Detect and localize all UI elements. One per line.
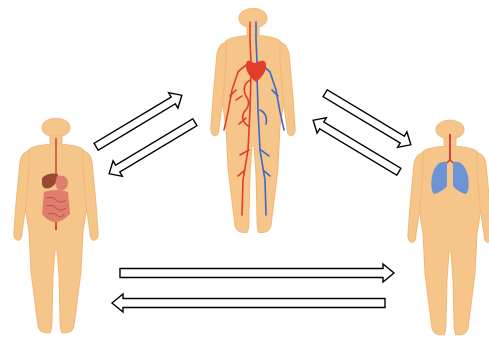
right-arrow-icon — [321, 86, 416, 153]
circulatory-system-figure — [211, 8, 295, 232]
arrow-digestive-to-circulatory — [92, 88, 187, 155]
arrow-circulatory-to-digestive — [105, 115, 200, 182]
arrow-respiratory-to-circulatory — [309, 113, 404, 180]
right-arrow-icon — [92, 88, 187, 155]
left-arrow-icon — [309, 113, 404, 180]
arrow-circulatory-to-respiratory — [321, 86, 416, 153]
left-arrow-icon — [105, 115, 200, 182]
respiratory-body-silhouette — [408, 120, 489, 335]
respiratory-system-figure — [408, 120, 489, 335]
arrow-digestive-to-respiratory — [120, 264, 394, 282]
digestive-system-figure — [14, 118, 98, 333]
arrow-respiratory-to-digestive — [112, 294, 385, 312]
